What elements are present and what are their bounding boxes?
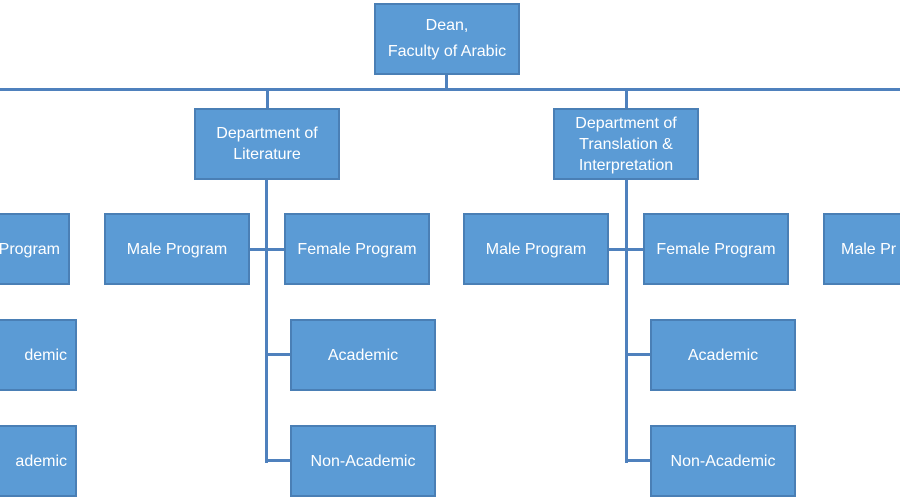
clipped-left-academic-label: demic <box>24 346 67 364</box>
clipped-left-program-node: Program <box>0 213 70 285</box>
translation-male-program-node: Male Program <box>463 213 609 285</box>
literature-spine <box>265 180 268 463</box>
department-translation-label: Department of Translation & Interpretati… <box>575 114 677 174</box>
translation-female-program-node: Female Program <box>643 213 789 285</box>
root-connector <box>445 74 448 90</box>
literature-female-program-node: Female Program <box>284 213 430 285</box>
department-translation-node: Department of Translation & Interpretati… <box>553 108 699 180</box>
dean-node: Dean, Faculty of Arabic <box>374 3 520 75</box>
literature-academic-node: Academic <box>290 319 436 391</box>
literature-branch-nonacademic <box>266 459 292 462</box>
literature-non-academic-node: Non-Academic <box>290 425 436 497</box>
clipped-left-non-academic-label: ademic <box>15 452 67 470</box>
clipped-left-academic-node: demic <box>0 319 77 391</box>
clipped-left-non-academic-node: ademic <box>0 425 77 497</box>
department-bus <box>0 88 900 91</box>
department-literature-node: Department of Literature <box>194 108 340 180</box>
clipped-right-male-program-label: Male Pr <box>841 240 897 258</box>
dean-label: Dean, Faculty of Arabic <box>387 17 507 60</box>
literature-branch-academic <box>266 353 292 356</box>
translation-female-program-label: Female Program <box>656 240 776 258</box>
literature-branch-male <box>250 248 266 251</box>
literature-academic-label: Academic <box>327 346 399 364</box>
translation-non-academic-node: Non-Academic <box>650 425 796 497</box>
literature-non-academic-label: Non-Academic <box>310 452 416 470</box>
translation-non-academic-label: Non-Academic <box>670 452 776 470</box>
department-literature-label: Department of Literature <box>216 125 318 163</box>
literature-branch-female <box>266 248 286 251</box>
literature-male-program-node: Male Program <box>104 213 250 285</box>
translation-branch-male <box>609 248 626 251</box>
translation-academic-node: Academic <box>650 319 796 391</box>
translation-branch-academic <box>626 353 652 356</box>
translation-drop <box>625 88 628 109</box>
translation-academic-label: Academic <box>687 346 759 364</box>
literature-drop <box>266 88 269 109</box>
translation-branch-nonacademic <box>626 459 652 462</box>
literature-female-program-label: Female Program <box>297 240 417 258</box>
translation-spine <box>625 180 628 463</box>
literature-male-program-label: Male Program <box>126 240 228 258</box>
translation-branch-female <box>626 248 645 251</box>
translation-male-program-label: Male Program <box>485 240 587 258</box>
clipped-right-male-program-node: Male Pr <box>823 213 900 285</box>
clipped-left-program-label: Program <box>0 240 60 258</box>
